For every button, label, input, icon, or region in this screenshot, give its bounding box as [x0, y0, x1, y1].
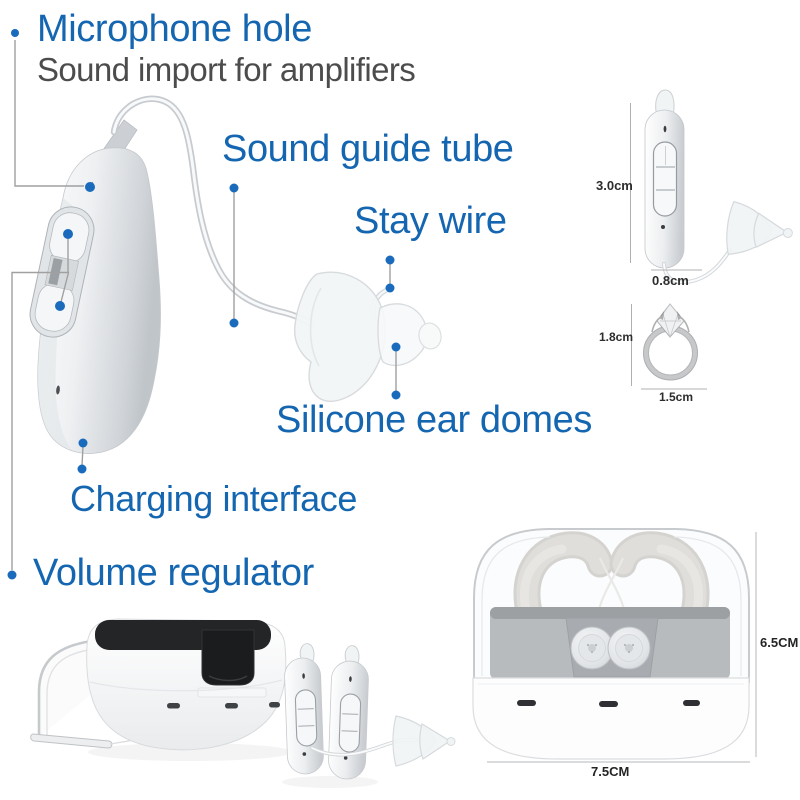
label-stay-wire: Stay wire [354, 200, 507, 242]
dim-case-height: 6.5CM [760, 635, 799, 650]
case-vent [167, 703, 180, 709]
dot-sound-tube-target [229, 318, 239, 328]
ear-dome-inner [377, 303, 428, 367]
case-vent [517, 700, 536, 706]
silicone-ear-dome-illustration [293, 271, 442, 402]
aids-inside-case [513, 531, 710, 643]
leader-charging [81, 445, 84, 467]
dot-ear-dome-target [391, 342, 401, 352]
dim-ring-height: 1.8cm [599, 330, 634, 344]
dot-volume-up [63, 229, 73, 239]
dot-stay-wire-label [385, 255, 395, 265]
case-vent [225, 703, 238, 709]
label-sound-guide-tube: Sound guide tube [222, 128, 514, 170]
annotation-dots [7, 29, 401, 580]
dot-microphone-target [85, 182, 95, 192]
dot-microphone-label [11, 29, 19, 37]
size-reference-hearing-aid [630, 89, 793, 285]
open-charging-case-illustration [30, 618, 456, 788]
leader-volume [11, 239, 70, 570]
small-ear-dome-arrow [726, 200, 793, 255]
case-vent [599, 701, 618, 707]
label-silicone-ear-domes: Silicone ear domes [276, 399, 592, 441]
dome-disc-left [570, 626, 614, 670]
dot-charging-label [77, 464, 87, 474]
dim-ring-width: 1.5cm [659, 390, 694, 404]
small-aid-mic-hole [663, 125, 667, 133]
indicator-slot [56, 385, 60, 395]
case-vent [269, 702, 280, 708]
ear-dome-flange [293, 271, 386, 402]
closed-case-base [472, 677, 750, 760]
ring-diamond [651, 303, 690, 339]
hearing-aid-pair [284, 643, 456, 780]
closed-charging-case-illustration [472, 528, 757, 763]
leader-lines [11, 40, 397, 570]
small-aid-rocker [652, 141, 678, 217]
label-charging-interface: Charging interface [70, 478, 357, 519]
dim-case-width: 7.5CM [591, 764, 630, 779]
ear-dome-rim-highlight [309, 287, 322, 367]
dot-sound-tube-label [229, 183, 239, 193]
ear-dome-tip [418, 322, 442, 350]
dome-disc-right [607, 626, 651, 670]
dot-ear-dome-label [391, 390, 401, 400]
pair-ear-dome-arrow [392, 715, 456, 767]
dim-aid-width: 0.8cm [652, 273, 689, 288]
small-aid-dot [661, 225, 665, 229]
label-volume-regulator: Volume regulator [33, 552, 314, 594]
closed-case-lid [473, 528, 750, 683]
dot-stay-wire-target [385, 283, 395, 293]
dot-charging-target [78, 438, 88, 448]
label-microphone-hole: Microphone hole [37, 8, 312, 50]
open-case-ledge [197, 687, 267, 698]
label-microphone-subtitle: Sound import for amplifiers [37, 51, 416, 88]
open-case-pocket [201, 629, 255, 686]
small-aid-wire [662, 248, 732, 285]
dot-volume-down [55, 301, 65, 311]
size-reference-ring [631, 303, 707, 390]
dim-aid-height: 3.0cm [596, 178, 633, 193]
leader-microphone [14, 40, 84, 187]
sound-guide-tube [110, 95, 316, 328]
bte-hearing-aid-illustration [29, 95, 316, 454]
case-vent [683, 700, 700, 706]
dot-volume-label [7, 570, 17, 580]
